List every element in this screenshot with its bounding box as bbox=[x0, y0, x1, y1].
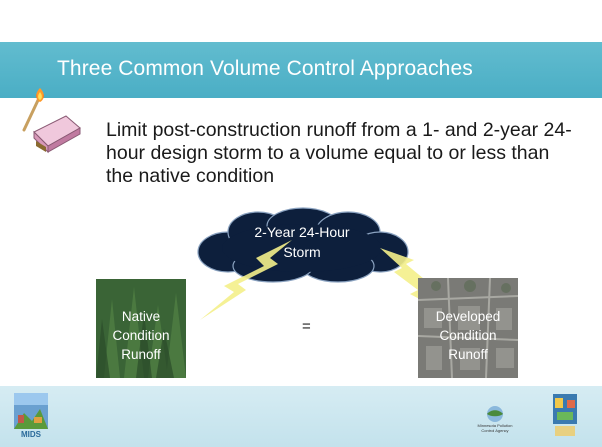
slide-title: Three Common Volume Control Approaches bbox=[57, 57, 473, 80]
state-logo bbox=[553, 394, 577, 436]
cloud-label-line1: 2-Year 24-Hour bbox=[254, 224, 350, 240]
native-label-line3: Runoff bbox=[121, 347, 161, 362]
bullet-text: Limit post-construction runoff from a 1-… bbox=[106, 119, 572, 187]
developed-label-line1: Developed bbox=[435, 309, 501, 324]
mids-logo: MIDS bbox=[14, 393, 48, 439]
mpca-logo-line2: Control Agency bbox=[481, 428, 508, 433]
native-label-line2: Condition bbox=[112, 328, 170, 343]
native-condition-label: Native Condition Runoff bbox=[96, 307, 186, 364]
cloud-label-line2: Storm bbox=[283, 244, 321, 260]
matchbox-icon bbox=[22, 88, 81, 154]
top-band bbox=[0, 0, 602, 42]
developed-label-line3: Runoff bbox=[448, 347, 488, 362]
mids-logo-text: MIDS bbox=[21, 430, 42, 439]
title-bar bbox=[0, 42, 602, 98]
mpca-logo-line1: Minnesota Pollution bbox=[478, 423, 513, 428]
mpca-logo: Minnesota Pollution Control Agency bbox=[478, 406, 513, 433]
developed-condition-label: Developed Condition Runoff bbox=[418, 307, 518, 364]
cloud-label: 2-Year 24-Hour Storm bbox=[238, 222, 366, 262]
equals-sign: = bbox=[302, 318, 311, 335]
storm-cloud-icon bbox=[197, 207, 409, 283]
native-forest-photo bbox=[96, 279, 186, 378]
lightning-bolt-icon bbox=[200, 240, 292, 320]
native-label-line1: Native bbox=[121, 309, 161, 324]
developed-label-line2: Condition bbox=[439, 328, 497, 343]
developed-aerial-photo bbox=[418, 278, 518, 378]
